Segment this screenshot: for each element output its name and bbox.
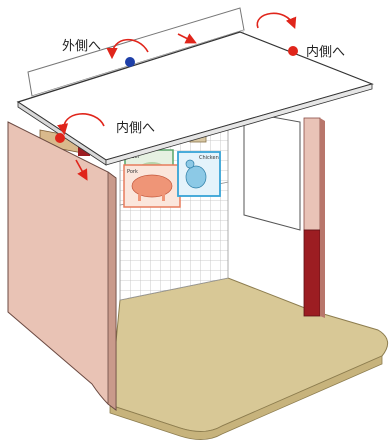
right-pillar-bottom [303,229,321,317]
arrow-left-pillar [75,159,88,181]
label-inside-right: 内側へ [306,44,345,60]
right-pillar-top [303,117,321,231]
arrow-roof-edge [177,33,197,44]
label-outside: 外側へ [62,39,101,54]
roof-panel-edge-right [105,83,373,166]
arrow-inside-left [57,113,105,136]
left-wall-edge [107,171,117,411]
poster-chicken: Chicken [177,151,221,197]
floor-edge [109,355,383,440]
marker-inside-left [55,133,65,143]
left-side-wall [7,121,117,411]
label-inside-left: 内側へ [116,120,155,136]
right-side-panel [243,111,301,231]
poster-chicken-label: Chicken [199,155,219,161]
poster-pork: Pork [123,164,181,208]
arrow-outside [106,38,149,60]
marker-inside-right [288,46,298,56]
arrow-inside-right [256,12,297,29]
floor [109,277,389,432]
right-pillar-side [320,118,325,318]
poster-pork-label: Pork [127,169,138,175]
marker-outside [125,57,135,67]
